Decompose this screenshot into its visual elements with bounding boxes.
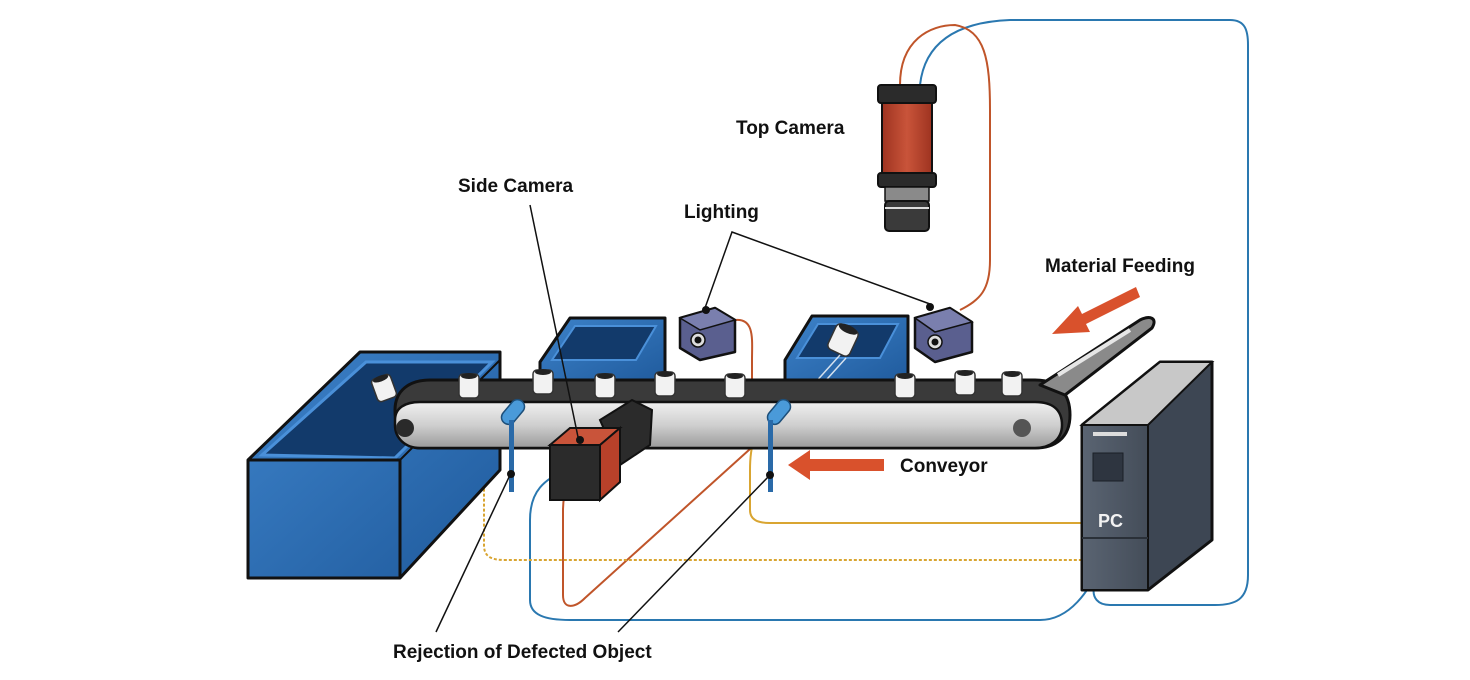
lighting-right xyxy=(913,303,974,364)
label-top-camera: Top Camera xyxy=(736,118,845,139)
lighting-left xyxy=(678,306,737,362)
top-camera xyxy=(877,84,937,232)
wire-top-camera-to-pc-blue xyxy=(919,19,1249,606)
object xyxy=(532,369,554,395)
label-side-camera: Side Camera xyxy=(458,176,574,197)
leader-rejection-right xyxy=(617,474,771,633)
pc-label: PC xyxy=(1098,511,1123,531)
wire-top-camera-to-lighting-orange xyxy=(899,23,991,311)
material-feeding-arrow xyxy=(1052,287,1140,334)
object xyxy=(894,373,916,399)
label-conveyor: Conveyor xyxy=(900,456,988,477)
wires xyxy=(483,19,1249,621)
label-lighting: Lighting xyxy=(684,202,759,223)
object xyxy=(594,373,616,399)
object xyxy=(370,373,398,403)
pulley-right xyxy=(1013,419,1031,437)
reject-bin-right xyxy=(783,314,910,409)
object xyxy=(724,373,746,399)
side-camera xyxy=(547,398,654,503)
leader-lines xyxy=(435,204,931,633)
object xyxy=(458,373,480,399)
label-material-feeding: Material Feeding xyxy=(1045,256,1195,277)
object xyxy=(1001,371,1023,397)
pulley-left xyxy=(396,419,414,437)
pc-screen xyxy=(1092,452,1124,482)
ejected-object xyxy=(827,323,859,357)
reject-bin-middle xyxy=(538,316,667,387)
pc-tower: PC xyxy=(1079,360,1215,592)
belt-objects xyxy=(370,369,1023,403)
conveyor-arrow xyxy=(788,450,884,480)
wire-left-reject-yellow xyxy=(483,417,1085,561)
leader-rejection-left xyxy=(435,474,511,633)
object xyxy=(954,370,976,396)
feeding-chute xyxy=(1038,316,1156,397)
label-rejection: Rejection of Defected Object xyxy=(393,642,652,663)
wire-side-camera-blue xyxy=(529,469,1101,621)
leader-side-camera xyxy=(529,204,579,438)
object xyxy=(654,371,676,397)
wire-left-lighting-orange xyxy=(734,318,754,385)
leader-lighting xyxy=(704,231,931,309)
